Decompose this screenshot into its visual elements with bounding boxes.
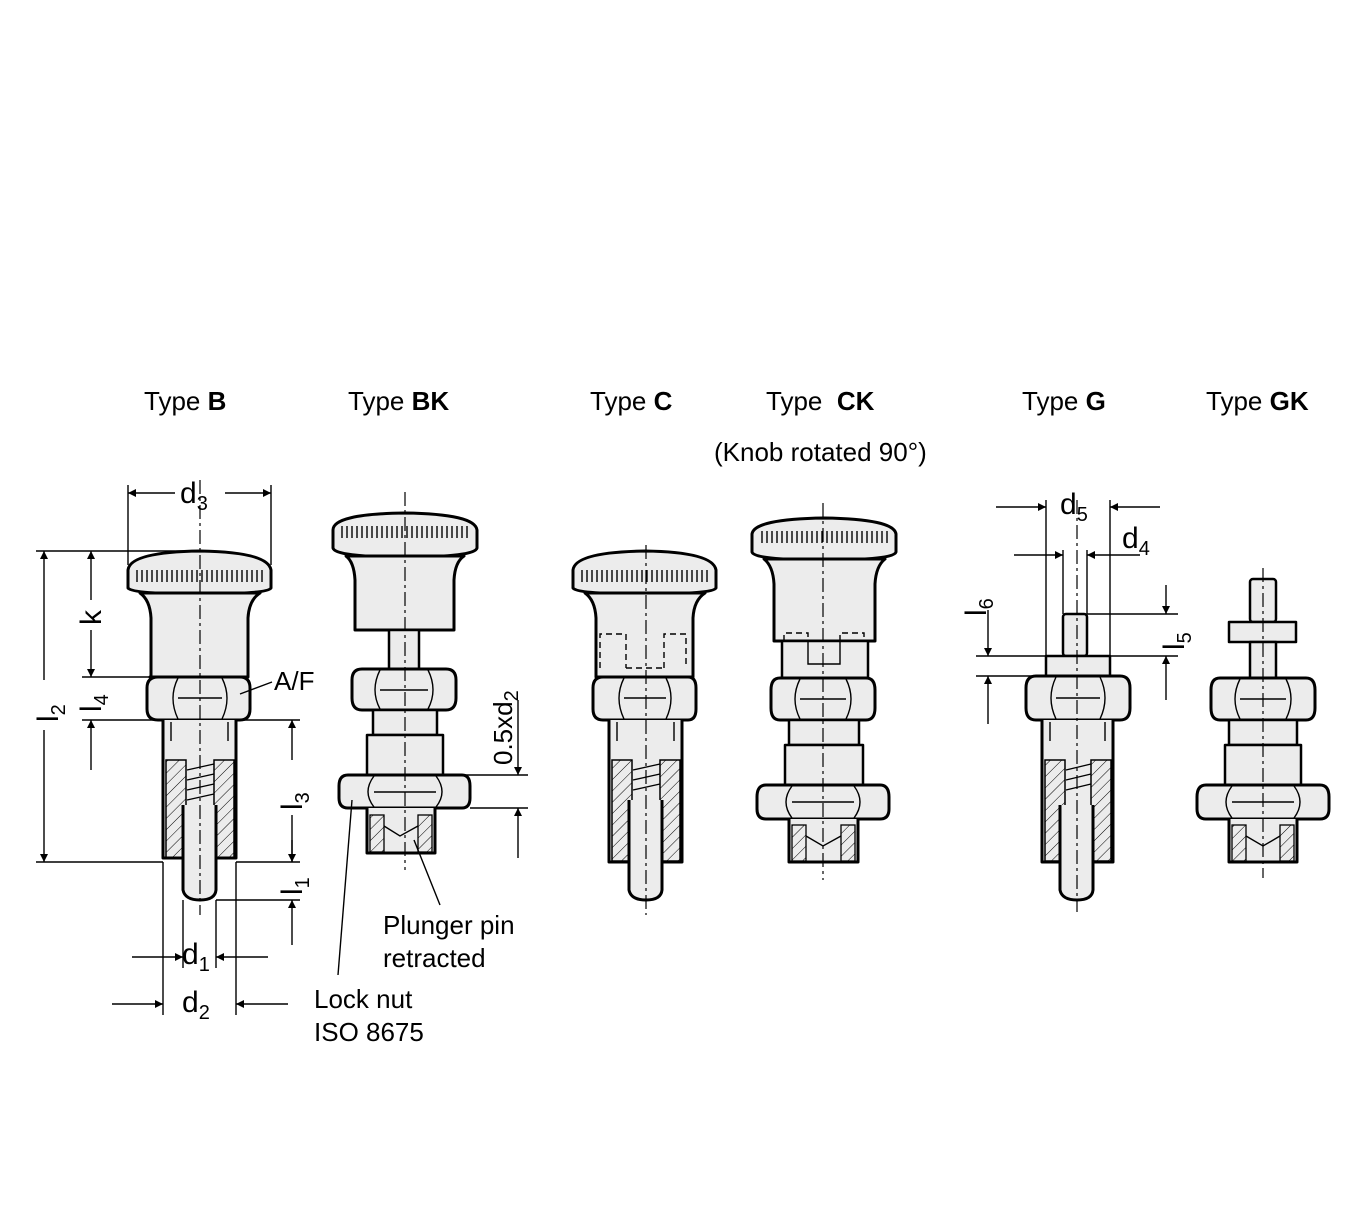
dim-l1: l1 — [276, 877, 314, 895]
title-type-g: Type G — [1022, 386, 1106, 416]
type-b-drawing: d3 l2 k l4 A/F l3 l1 d1 — [32, 477, 314, 1024]
type-g-drawing: d5 d4 l6 l5 — [960, 488, 1196, 912]
note-plunger-line1: Plunger pin — [383, 910, 515, 940]
type-g-collar — [1044, 654, 1112, 678]
dim-l6: l6 — [960, 598, 998, 616]
dim-k: k — [75, 609, 108, 625]
type-ck-drawing — [750, 503, 898, 880]
dim-d4: d4 — [1122, 522, 1150, 560]
type-gk-drawing — [1195, 568, 1331, 878]
title-type-ck: Type CK — [766, 386, 875, 416]
type-c-body — [583, 591, 707, 679]
title-type-bk: Type BK — [348, 386, 449, 416]
title-type-gk: Type GK — [1206, 386, 1309, 416]
type-g-pin-top — [1061, 612, 1089, 658]
note-locknut-line1: Lock nut — [314, 984, 413, 1014]
dim-l4: l4 — [75, 694, 113, 712]
dim-d5: d5 — [1060, 488, 1088, 526]
type-ck-body — [762, 557, 887, 643]
dim-half-d2: 0.5xd2 — [488, 690, 523, 765]
title-type-c: Type C — [590, 386, 673, 416]
note-plunger-line2: retracted — [383, 943, 486, 973]
type-c-hidden-slot — [599, 633, 687, 669]
leader-locknut — [337, 799, 353, 976]
dim-l2: l2 — [32, 704, 70, 722]
leader-plunger — [413, 839, 441, 906]
note-knob-rotated: (Knob rotated 90°) — [714, 437, 927, 467]
type-bk-pin-shaft — [387, 628, 421, 671]
dim-l3: l3 — [276, 792, 314, 810]
title-type-b: Type B — [144, 386, 226, 416]
type-bk-drawing: 0.5xd2 — [331, 492, 528, 976]
dim-d1: d1 — [182, 938, 210, 976]
dim-l5: l5 — [1158, 632, 1196, 650]
dim-d2: d2 — [182, 986, 210, 1024]
dim-d3: d3 — [180, 477, 208, 515]
note-locknut-line2: ISO 8675 — [314, 1017, 424, 1047]
label-af: A/F — [274, 666, 314, 696]
type-c-drawing — [571, 545, 718, 915]
